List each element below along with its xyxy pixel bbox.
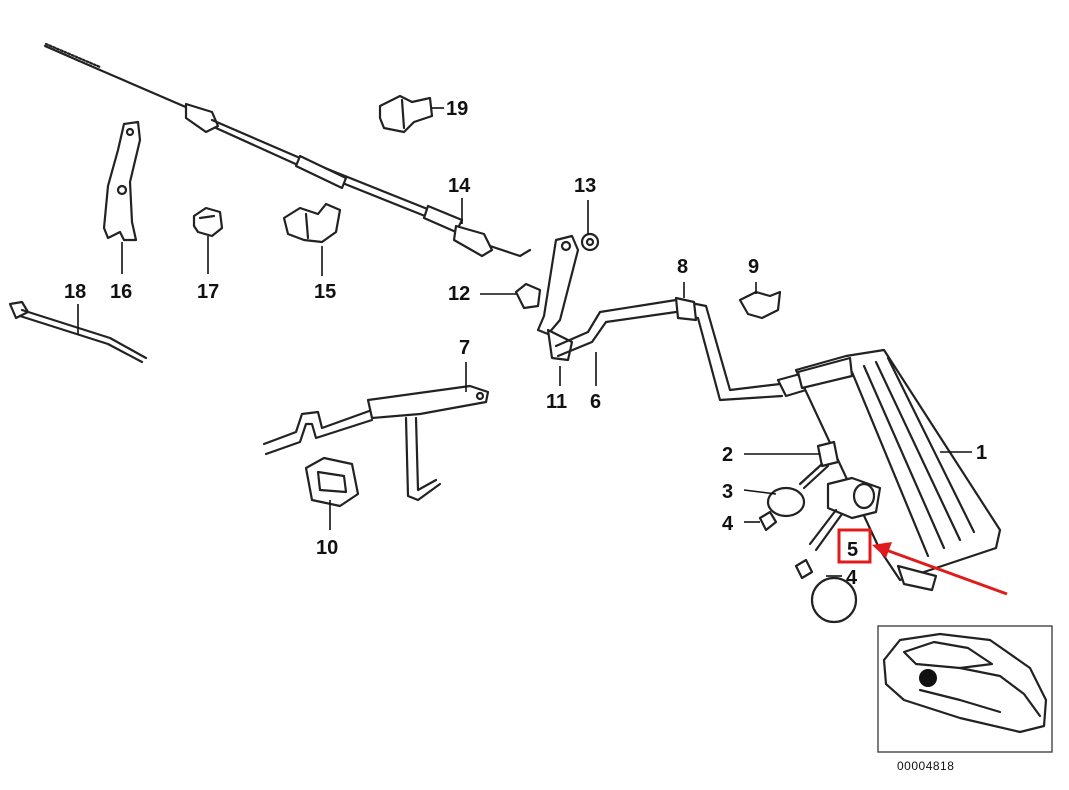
throttle-cable bbox=[43, 42, 532, 258]
callout-15: 15 bbox=[314, 281, 336, 303]
clip-part-9 bbox=[738, 290, 782, 320]
cable-tie-part-18 bbox=[8, 300, 148, 364]
callout-9: 9 bbox=[748, 256, 759, 278]
callout-12: 12 bbox=[448, 283, 470, 305]
lever-assembly bbox=[514, 232, 600, 362]
callout-6: 6 bbox=[590, 391, 601, 413]
leader-lines bbox=[77, 107, 972, 577]
vehicle-location-inset bbox=[877, 625, 1053, 753]
callout-7: 7 bbox=[459, 337, 470, 359]
clamp-part-15 bbox=[282, 202, 342, 244]
clip-part-19 bbox=[378, 94, 434, 134]
grommet-part-10 bbox=[304, 456, 360, 508]
callout-4b: 4 bbox=[846, 567, 858, 589]
location-marker-icon bbox=[919, 669, 937, 687]
bracket-part-16 bbox=[102, 120, 142, 242]
callout-19: 19 bbox=[446, 98, 468, 120]
callout-2: 2 bbox=[722, 444, 733, 466]
callout-1: 1 bbox=[976, 442, 987, 464]
diagram-reference-number: 00004818 bbox=[897, 759, 954, 773]
fasteners bbox=[758, 440, 882, 624]
highlight-box-part-5 bbox=[837, 528, 872, 564]
callout-13: 13 bbox=[574, 175, 596, 197]
callout-17: 17 bbox=[197, 281, 219, 303]
callout-8: 8 bbox=[677, 256, 688, 278]
callout-3: 3 bbox=[722, 481, 733, 503]
lever-part-7 bbox=[262, 384, 490, 502]
callout-10: 10 bbox=[316, 537, 338, 559]
clip-part-17 bbox=[192, 206, 224, 238]
callout-4a: 4 bbox=[722, 513, 734, 535]
callout-5: 5 bbox=[847, 539, 858, 561]
pedal-part-1 bbox=[794, 348, 1002, 592]
callout-18: 18 bbox=[64, 281, 86, 303]
callout-11: 11 bbox=[546, 391, 567, 413]
callout-14: 14 bbox=[448, 175, 471, 197]
highlight-arrow bbox=[872, 542, 1008, 596]
callout-16: 16 bbox=[110, 281, 132, 303]
